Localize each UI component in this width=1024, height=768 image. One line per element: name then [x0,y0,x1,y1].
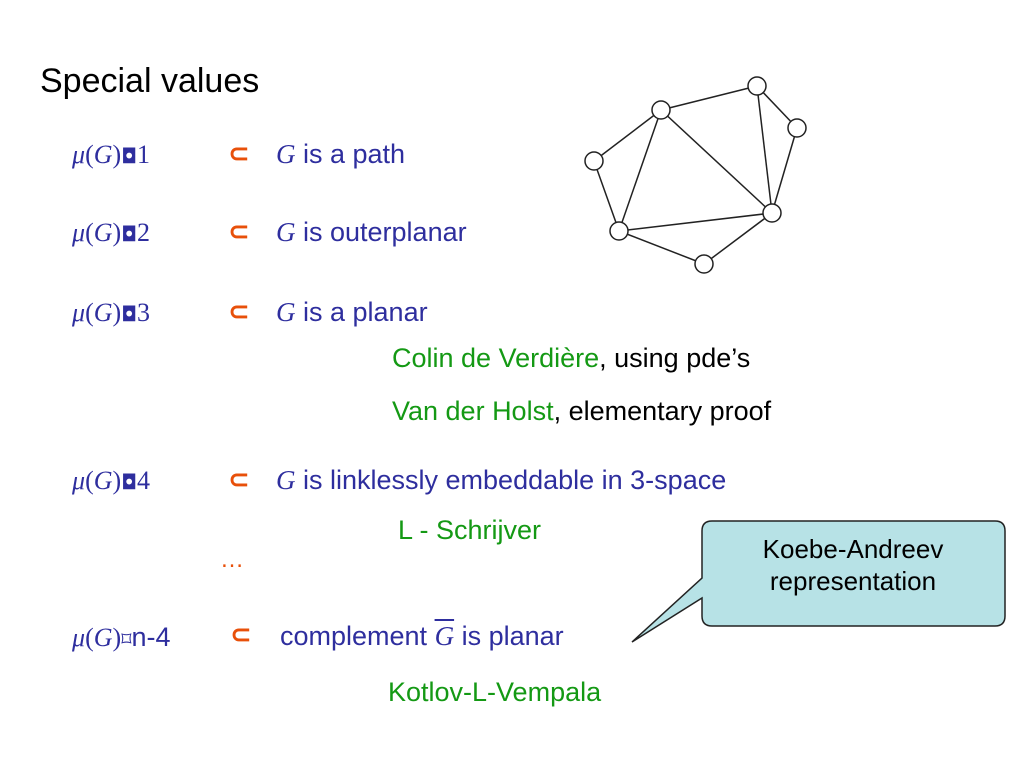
row-5-statement: complement G is planar [280,621,564,651]
row-3-statement: G is a planar [276,297,428,327]
citation-l-schrijver: L - Schrijver [398,515,542,545]
graph-edge [618,109,662,232]
citation-van-der-holst: Van der Holst, elementary proof [392,396,772,426]
row-4-expression: μ(G)◘4 [72,466,151,495]
graph-vertex [694,254,714,274]
implies-arrow-icon: ⊂ [230,620,252,650]
graph-edge [618,230,705,265]
graph-vertex [609,221,629,241]
callout-bubble [631,520,1006,643]
slide-title: Special values [40,62,260,100]
row-2-statement: G is outerplanar [276,217,467,247]
graph-vertex [651,100,671,120]
implies-arrow-icon: ⊂ [228,297,250,327]
row-4-statement: G is linklessly embeddable in 3-space [276,465,727,495]
graph-edge [703,212,773,265]
graph-edge [593,160,620,232]
row-2-expression: μ(G)◘2 [72,218,151,247]
citation-kotlov-l-vempala: Kotlov-L-Vempala [388,677,602,707]
row-3-expression: μ(G)◘3 [72,298,151,327]
callout-text: Koebe-Andreev representation [762,534,944,596]
row-1-statement: G is a path [276,139,406,169]
graph-vertex [762,203,782,223]
graph-edge [618,212,773,232]
graph-edge [660,85,758,111]
graph-edge [660,109,773,214]
graph-vertex [787,118,807,138]
implies-arrow-icon: ⊂ [228,465,250,495]
citation-colin-de-verdiere: Colin de Verdière, using pde’s [392,343,751,373]
implies-arrow-icon: ⊂ [228,217,250,247]
row-1-expression: μ(G)◘1 [72,140,151,169]
row-5-expression: μ(G)⌑n-4 [72,622,171,652]
graph-vertex [747,76,767,96]
ellipsis: … [220,546,244,573]
graph-edge [756,85,773,214]
graph-edge [593,109,662,162]
graph-vertex [584,151,604,171]
implies-arrow-icon: ⊂ [228,139,250,169]
graph-edge [771,127,798,214]
